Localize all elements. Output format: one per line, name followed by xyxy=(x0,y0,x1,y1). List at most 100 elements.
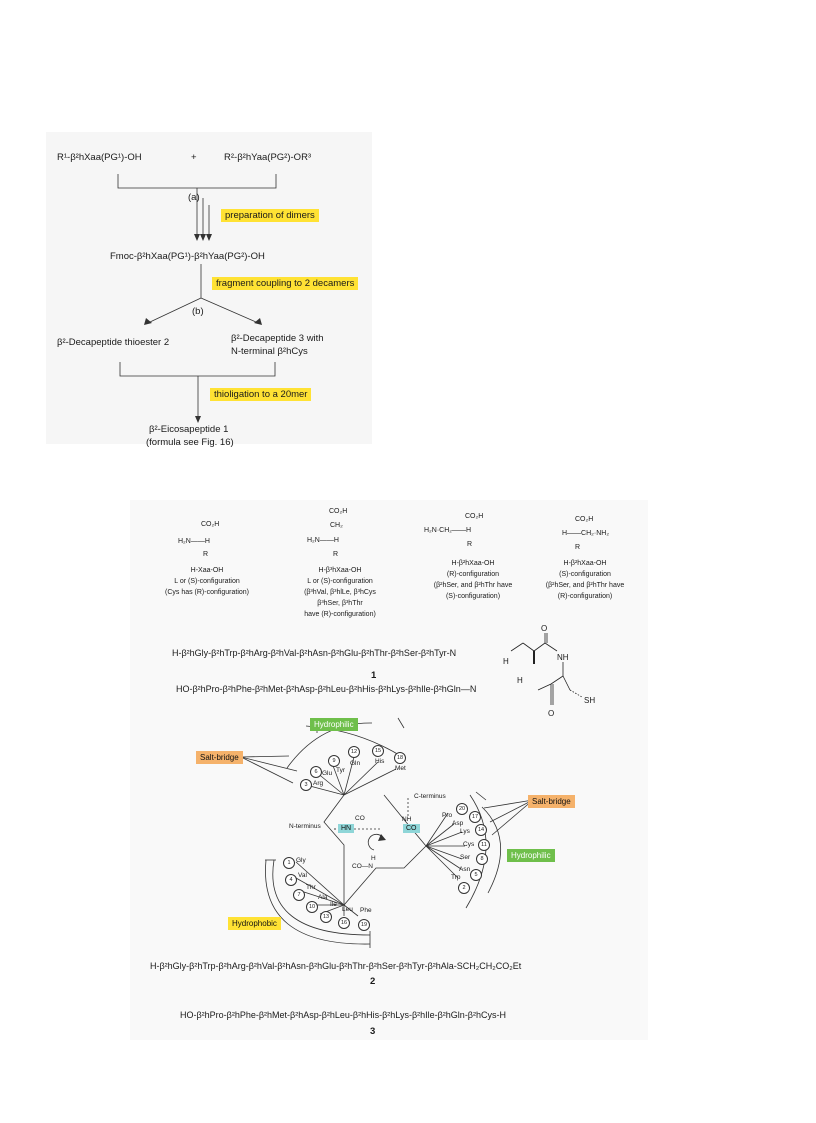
aa4-name: H-β²hXaa-OH xyxy=(563,560,607,567)
residue-name: Ile xyxy=(330,901,337,908)
aa2-config4: have (R)-configuration) xyxy=(304,611,376,618)
residue-number: 15 xyxy=(372,745,384,757)
residue-number: 10 xyxy=(306,901,318,913)
step-b-label: (b) xyxy=(192,306,204,317)
residue-name: Asn xyxy=(459,866,471,873)
step-thioligation: thioligation to a 20mer xyxy=(210,388,312,401)
residue-name: Trp xyxy=(451,874,461,881)
residue-name: Glu xyxy=(322,770,333,777)
compound-1-nh: NH xyxy=(557,653,569,662)
n-terminus-label: N-terminus xyxy=(289,823,321,830)
residue-number: 12 xyxy=(348,746,360,758)
compound-1-o-top: O xyxy=(541,624,548,633)
compound-2-label: 2 xyxy=(370,976,376,987)
aa4-config2: (β²hSer, and β²hThr have xyxy=(545,582,625,589)
aa3-config1: (R)-configuration xyxy=(446,571,500,578)
residue-number: 13 xyxy=(320,911,332,923)
aa1-name: H-Xaa-OH xyxy=(190,567,224,574)
co-n-label: CO—N xyxy=(352,863,373,870)
compound-1-line1: H-β²hGly-β²hTrp-β²hArg-β²hVal-β²hAsn-β²h… xyxy=(172,648,457,658)
co-left-label: CO xyxy=(355,815,365,822)
hydrophobic-tag: Hydrophobic xyxy=(228,917,281,930)
aa2-r: R xyxy=(333,551,339,558)
aa4-config3: (R)-configuration) xyxy=(557,593,613,600)
aa1-center: H₂N——H xyxy=(178,538,210,545)
residue-number: 7 xyxy=(293,889,305,901)
hydrophilic-right-tag: Hydrophilic xyxy=(507,849,555,862)
residue-name: Leu xyxy=(342,906,353,913)
aa2-name: H-β³hXaa-OH xyxy=(318,567,362,574)
aa3-center: H₂N·CH₂——H xyxy=(424,527,472,534)
residue-name: Asp xyxy=(452,820,464,827)
residue-number: 19 xyxy=(358,919,370,931)
salt-bridge-left-tag: Salt-bridge xyxy=(196,751,243,764)
residue-name: Gly xyxy=(296,857,306,864)
residue-number: 14 xyxy=(475,824,487,836)
residue-name: Cys xyxy=(463,841,475,848)
final-product-line1: β²-Eicosapeptide 1 xyxy=(149,424,229,435)
aa3-config2: (β²hSer, and β²hThr have xyxy=(433,582,513,589)
compound-1-o-bottom: O xyxy=(548,709,555,718)
reactant-2: R²-β²hYaa(PG²)-OR³ xyxy=(224,152,312,163)
compound-1-line2: HO-β²hPro-β²hPhe-β²hMet-β²hAsp-β²hLeu-β²… xyxy=(176,684,477,694)
residue-name: Gln xyxy=(350,760,361,767)
compound-3-label: 3 xyxy=(370,1026,376,1037)
residue-number: 20 xyxy=(456,803,468,815)
hn-box: HN xyxy=(338,824,355,833)
aa2-config1: L or (S)-configuration xyxy=(307,578,373,585)
arrow-b-right xyxy=(200,297,257,323)
step-fragment-coupling: fragment coupling to 2 decamers xyxy=(212,277,359,290)
c-terminus-label: C-terminus xyxy=(414,793,446,800)
compound-1-label: 1 xyxy=(371,670,377,681)
residue-name: Ala xyxy=(318,894,328,901)
dimer-formula: Fmoc-β²hXaa(PG¹)-β²hYaa(PG²)-OH xyxy=(110,251,265,262)
co-box: CO xyxy=(403,824,420,833)
aa3-carboxyl: CO₂H xyxy=(465,513,484,520)
residue-number: 9 xyxy=(328,755,340,767)
residue-name: Lys xyxy=(460,828,470,835)
residue-name: Pro xyxy=(442,812,453,819)
residue-number: 1 xyxy=(283,857,295,869)
step-preparation-of-dimers: preparation of dimers xyxy=(221,209,319,222)
final-product-line2: (formula see Fig. 16) xyxy=(146,437,234,448)
reactant-1: R¹-β²hXaa(PG¹)-OH xyxy=(57,152,142,163)
compound-1-h: H xyxy=(503,657,509,666)
hydrophilic-top-tag: Hydrophilic xyxy=(310,718,358,731)
compound-3-formula: HO-β²hPro-β²hPhe-β²hMet-β²hAsp-β²hLeu-β²… xyxy=(180,1010,506,1020)
product-decapeptide-3-line2: N-terminal β²hCys xyxy=(231,346,308,357)
residue-name: Arg xyxy=(313,780,324,787)
residue-number: 4 xyxy=(285,874,297,886)
product-bracket xyxy=(119,362,276,377)
residue-number: 5 xyxy=(470,869,482,881)
aa1-config1: L or (S)-configuration xyxy=(174,578,240,585)
aa2-center: H₂N——H xyxy=(307,537,339,544)
residue-name: Val xyxy=(298,872,307,879)
salt-bridge-right-tag: Salt-bridge xyxy=(528,795,575,808)
arrow-b-left xyxy=(149,297,202,323)
aa1-config2: (Cys has (R)-configuration) xyxy=(164,589,250,596)
residue-name: Phe xyxy=(360,907,372,914)
residue-name: Tyr xyxy=(336,767,346,774)
residue-name: His xyxy=(375,758,385,765)
aa4-carboxyl: CO₂H xyxy=(575,516,594,523)
co-n-h: H xyxy=(371,855,376,862)
residue-name: Ser xyxy=(460,854,471,861)
residue-number: 11 xyxy=(478,839,490,851)
aa2-carboxyl: CO₂H xyxy=(329,508,348,515)
residue-number: 6 xyxy=(310,766,322,778)
plus-sign: + xyxy=(191,152,197,163)
product-decapeptide-2: β²-Decapeptide thioester 2 xyxy=(57,337,170,348)
aa3-r: R xyxy=(467,541,473,548)
product-decapeptide-3-line1: β²-Decapeptide 3 with xyxy=(231,333,324,344)
structure-panel xyxy=(130,500,648,1040)
aa3-name: H-β²hXaa-OH xyxy=(451,560,495,567)
aa4-r: R xyxy=(575,544,581,551)
residue-number: 17 xyxy=(469,811,481,823)
compound-2-formula: H-β²hGly-β²hTrp-β²hArg-β²hVal-β²hAsn-β²h… xyxy=(150,961,522,971)
residue-number: 16 xyxy=(338,917,350,929)
aa2-config2: (β³hVal, β³hlLe, β³hCys xyxy=(304,589,376,596)
compound-1-sh: SH xyxy=(584,696,596,705)
